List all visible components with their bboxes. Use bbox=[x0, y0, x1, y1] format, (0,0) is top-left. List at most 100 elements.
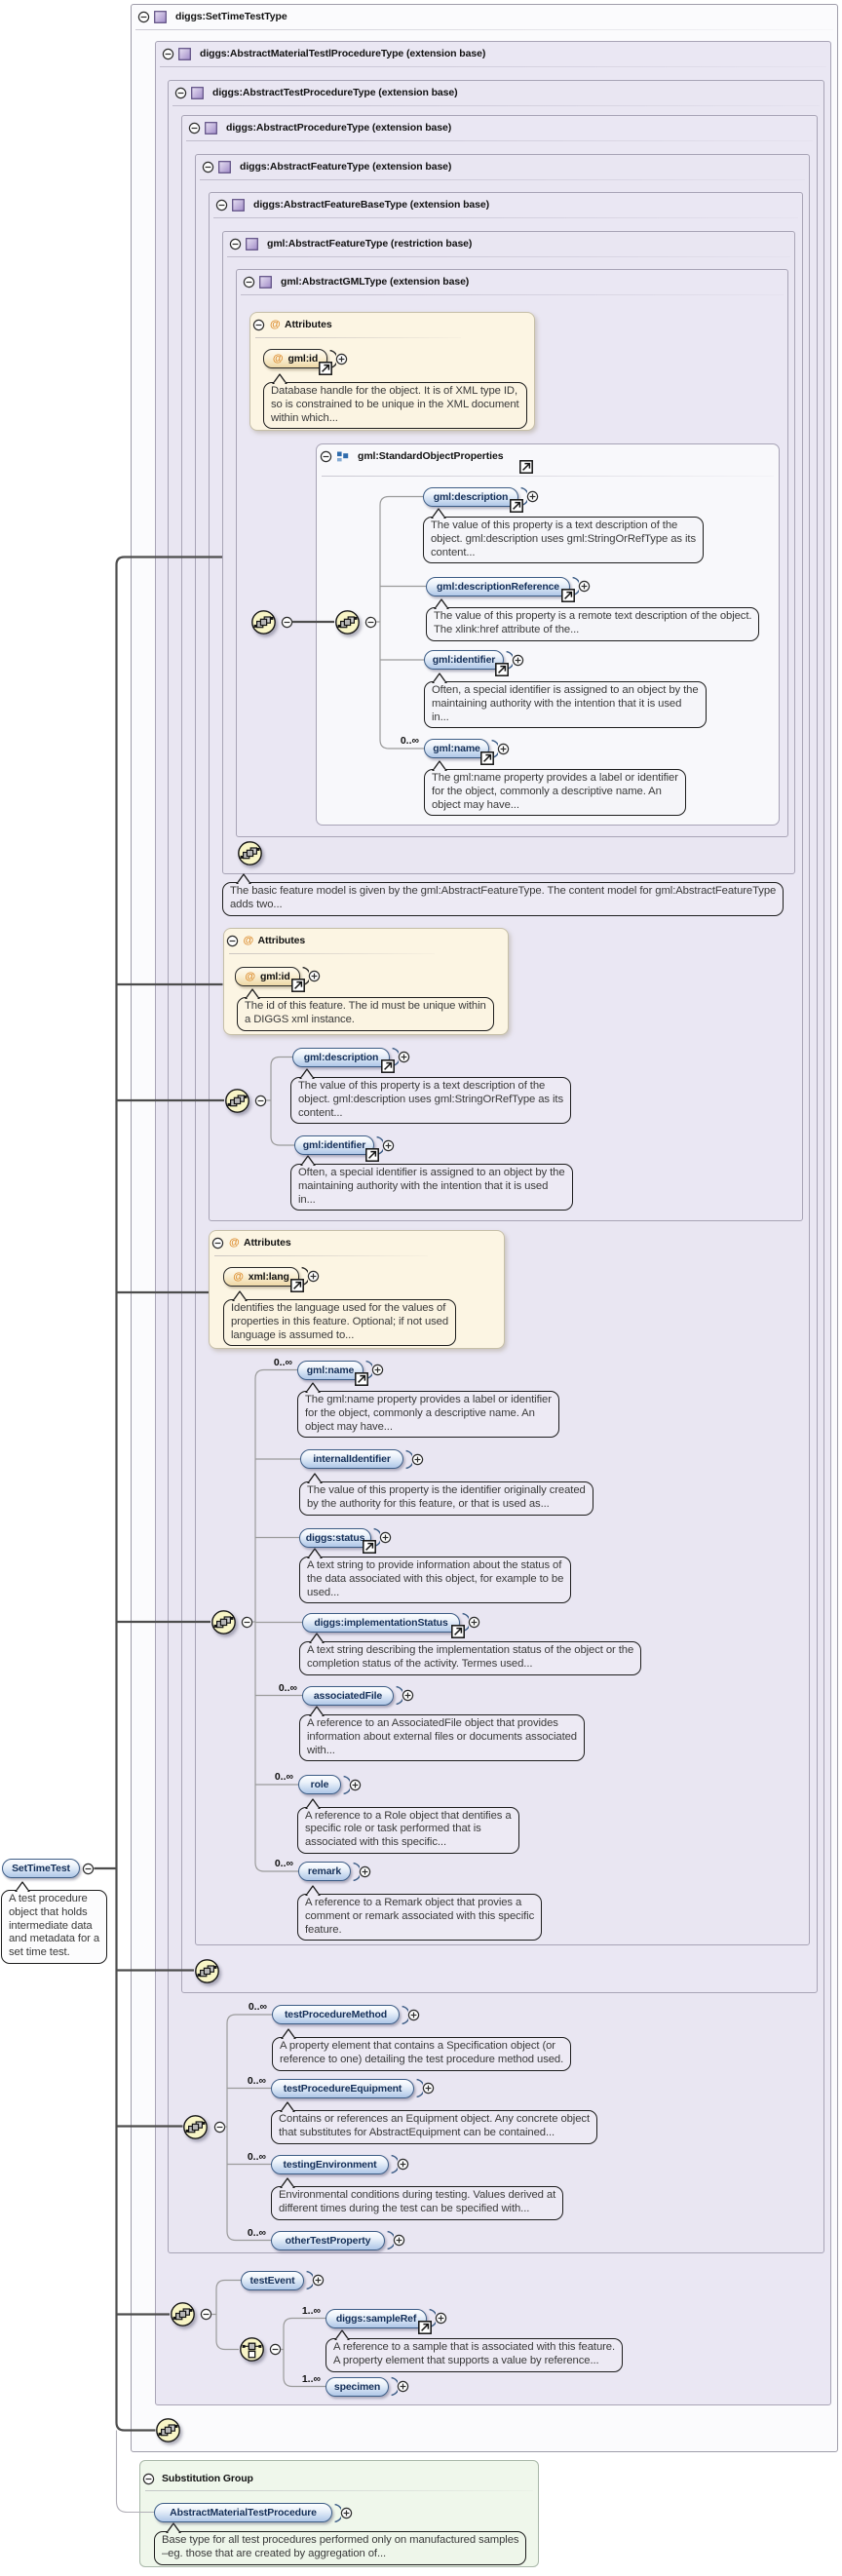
expand-icon-othertestproperty[interactable] bbox=[393, 2234, 405, 2247]
collapse-icon-box-settimetesttype[interactable] bbox=[137, 11, 150, 23]
expand-icon-diggs-implementationstatus[interactable] bbox=[468, 1616, 480, 1629]
element-chip-testevent[interactable]: testEvent bbox=[241, 2270, 304, 2290]
collapse-icon-box-abstractfeaturetype-gml[interactable] bbox=[229, 238, 242, 250]
expand-icon-internalidentifier[interactable] bbox=[411, 1453, 424, 1466]
expand-icon-role[interactable] bbox=[349, 1779, 362, 1791]
element-chip-gml-identifier-sop[interactable]: gml:identifier bbox=[424, 650, 504, 670]
sequence-compositor-icon[interactable] bbox=[170, 2302, 195, 2326]
collapse-icon-box-abstracttestproceduretype[interactable] bbox=[174, 87, 187, 99]
collapse-icon-box-abstractproceduretype[interactable] bbox=[188, 122, 201, 135]
expand-icon-gml-id-diggs[interactable] bbox=[308, 970, 321, 982]
collapse-icon-box-abstractfeaturebasetype[interactable] bbox=[215, 199, 228, 211]
collapse-icon-box-abstractmaterialtestlproceduretype[interactable] bbox=[162, 48, 174, 60]
link-reference-icon-gml-identifier-sop[interactable] bbox=[495, 662, 509, 676]
element-chip-testingenvironment[interactable]: testingEnvironment bbox=[271, 2154, 389, 2174]
collapse-icon-attributes[interactable] bbox=[226, 935, 239, 947]
element-chip-testproceduremethod[interactable]: testProcedureMethod bbox=[272, 2005, 400, 2024]
sequence-compositor-icon[interactable] bbox=[250, 609, 276, 634]
link-reference-icon-gml-identifier-2[interactable] bbox=[365, 1147, 379, 1162]
expand-icon-testingenvironment[interactable] bbox=[397, 2158, 409, 2171]
link-reference-icon-diggs-status[interactable] bbox=[363, 1540, 376, 1554]
element-chip-gml-name-sop[interactable]: gml:name bbox=[424, 739, 489, 758]
element-chip-settimetest[interactable]: SetTimeTest bbox=[2, 1859, 80, 1878]
annotation-line: content... bbox=[431, 546, 476, 558]
sequence-compositor-icon[interactable] bbox=[237, 840, 262, 865]
sequence-compositor-icon[interactable] bbox=[155, 2418, 180, 2442]
expand-icon-gml-id-gml[interactable] bbox=[335, 353, 348, 365]
link-reference-icon-diggs-implementationstatus[interactable] bbox=[451, 1625, 465, 1638]
collapse-icon-settimetest[interactable] bbox=[82, 1863, 95, 1875]
chip-curl-decoration bbox=[415, 2078, 423, 2098]
expand-icon-gml-name-sop[interactable] bbox=[497, 743, 510, 755]
annotation-line: A reference to a Role object that dentif… bbox=[305, 1809, 512, 1822]
choice-collapse-icon[interactable] bbox=[269, 2343, 282, 2356]
expand-icon-gml-identifier-2[interactable] bbox=[382, 1139, 395, 1152]
element-chip-gml-descriptionreference-sop[interactable]: gml:descriptionReference bbox=[426, 576, 570, 596]
attribute-chip-xml-lang[interactable]: @xml:lang bbox=[223, 1266, 299, 1287]
sequence-compositor-icon[interactable] bbox=[334, 609, 360, 634]
sequence-compositor-icon[interactable] bbox=[210, 1609, 236, 1634]
element-chip-gml-identifier-2[interactable]: gml:identifier bbox=[294, 1135, 374, 1155]
element-chip-internalidentifier[interactable]: internalIdentifier bbox=[300, 1449, 403, 1469]
sequence-collapse-icon[interactable] bbox=[364, 616, 377, 629]
collapse-icon-group[interactable] bbox=[320, 450, 332, 463]
expand-icon-testevent[interactable] bbox=[312, 2274, 325, 2287]
link-reference-icon-diggs-sampleref[interactable] bbox=[418, 2321, 432, 2334]
link-reference-icon-xml-lang[interactable] bbox=[290, 1279, 304, 1292]
expand-icon-gml-descriptionreference-sop[interactable] bbox=[578, 580, 591, 593]
choice-compositor-icon[interactable] bbox=[239, 2337, 264, 2362]
annotation-diggs-sampleref: A reference to a sample that is associat… bbox=[325, 2329, 624, 2372]
element-chip-diggs-sampleref[interactable]: diggs:sampleRef bbox=[325, 2308, 427, 2328]
element-chip-diggs-implementationstatus[interactable]: diggs:implementationStatus bbox=[302, 1612, 460, 1633]
element-chip-abstractmaterialtestprocedure[interactable]: AbstractMaterialTestProcedure bbox=[154, 2503, 332, 2522]
expand-icon-gml-name-2[interactable] bbox=[371, 1364, 384, 1376]
expand-icon-diggs-status[interactable] bbox=[379, 1531, 392, 1544]
element-chip-diggs-status[interactable]: diggs:status bbox=[299, 1527, 371, 1548]
link-reference-icon-gml-id-gml[interactable] bbox=[319, 361, 332, 375]
element-chip-othertestproperty[interactable]: otherTestProperty bbox=[271, 2230, 385, 2250]
element-chip-gml-description-2[interactable]: gml:description bbox=[292, 1047, 390, 1067]
link-reference-icon-gml-name-sop[interactable] bbox=[480, 750, 494, 765]
element-chip-remark[interactable]: remark bbox=[298, 1862, 351, 1881]
sequence-compositor-icon[interactable] bbox=[183, 2114, 208, 2139]
collapse-icon-attributes[interactable] bbox=[211, 1237, 224, 1250]
element-chip-gml-description-sop[interactable]: gml:description bbox=[423, 486, 518, 507]
element-chip-role[interactable]: role bbox=[298, 1775, 341, 1794]
element-chip-testprocedureequipment[interactable]: testProcedureEquipment bbox=[271, 2078, 414, 2098]
expand-icon-diggs-sampleref[interactable] bbox=[435, 2312, 447, 2325]
sequence-collapse-icon[interactable] bbox=[213, 2121, 226, 2134]
collapse-icon-box-abstractfeaturetype-diggs[interactable] bbox=[202, 161, 214, 173]
annotation-line: The id of this feature. The id must be u… bbox=[245, 1000, 486, 1012]
collapse-icon-substitution-group[interactable] bbox=[142, 2473, 155, 2485]
element-chip-specimen[interactable]: specimen bbox=[325, 2376, 389, 2397]
link-reference-icon-gml-descriptionreference-sop[interactable] bbox=[561, 589, 575, 602]
expand-icon-gml-description-sop[interactable] bbox=[526, 490, 539, 503]
sequence-collapse-icon[interactable] bbox=[254, 1095, 267, 1107]
sequence-compositor-icon[interactable] bbox=[194, 1958, 219, 1983]
attribute-chip-gml-id-gml[interactable]: @gml:id bbox=[263, 349, 327, 368]
annotation-notch bbox=[272, 373, 287, 384]
expand-icon-remark[interactable] bbox=[359, 1865, 371, 1878]
expand-icon-gml-identifier-sop[interactable] bbox=[512, 654, 524, 667]
expand-icon-abstractmaterialtestprocedure[interactable] bbox=[340, 2507, 353, 2519]
group-link-reference-icon[interactable] bbox=[519, 460, 533, 474]
annotation-line: in... bbox=[298, 1193, 316, 1206]
link-reference-icon-gml-name-2[interactable] bbox=[355, 1372, 368, 1386]
element-chip-associatedfile[interactable]: associatedFile bbox=[302, 1685, 394, 1706]
expand-icon-testprocedureequipment[interactable] bbox=[422, 2082, 435, 2095]
expand-icon-specimen[interactable] bbox=[397, 2380, 409, 2393]
expand-icon-gml-description-2[interactable] bbox=[398, 1051, 410, 1063]
expand-icon-xml-lang[interactable] bbox=[307, 1270, 320, 1283]
expand-icon-associatedfile[interactable] bbox=[402, 1689, 414, 1702]
sequence-collapse-icon[interactable] bbox=[241, 1616, 253, 1629]
attribute-chip-gml-id-diggs[interactable]: @gml:id bbox=[235, 966, 300, 986]
sequence-collapse-icon[interactable] bbox=[200, 2308, 212, 2321]
sequence-compositor-icon[interactable] bbox=[224, 1088, 249, 1113]
element-chip-gml-name-2[interactable]: gml:name bbox=[297, 1360, 364, 1380]
expand-icon-testproceduremethod[interactable] bbox=[407, 2009, 420, 2021]
link-reference-icon-gml-id-diggs[interactable] bbox=[291, 979, 305, 992]
link-reference-icon-gml-description-2[interactable] bbox=[381, 1059, 395, 1073]
link-reference-icon-gml-description-sop[interactable] bbox=[510, 499, 523, 513]
collapse-icon-box-abstractgmltype[interactable] bbox=[243, 276, 255, 288]
collapse-icon-attributes[interactable] bbox=[252, 319, 265, 331]
